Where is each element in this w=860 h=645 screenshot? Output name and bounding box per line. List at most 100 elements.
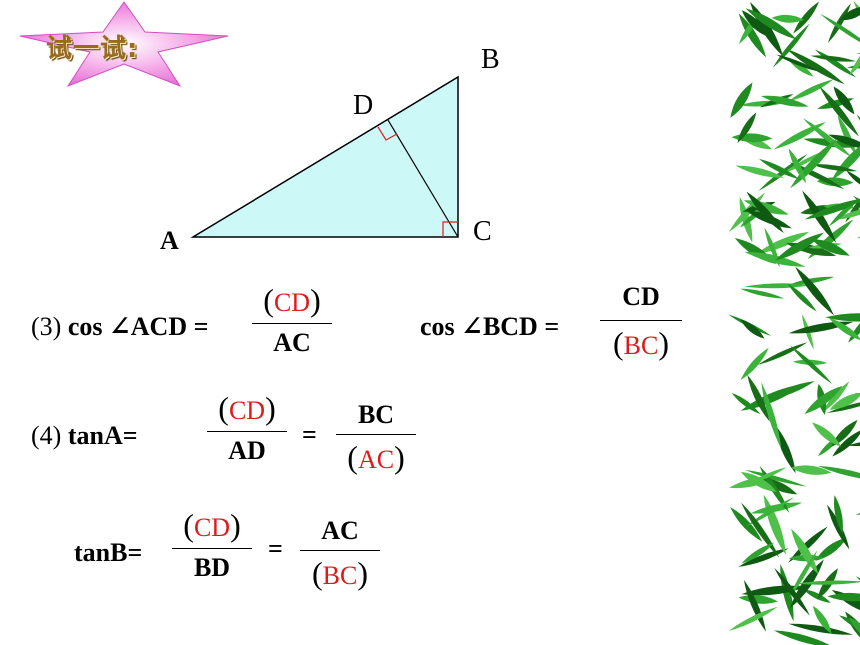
bamboo-leaf	[826, 399, 860, 413]
bamboo-leaf	[788, 623, 854, 635]
star-badge	[19, 1, 229, 88]
bamboo-leaf	[771, 14, 804, 23]
bamboo-leaf	[737, 112, 757, 144]
bamboo-leaf	[746, 467, 787, 485]
vertex-label-d: D	[353, 90, 374, 121]
row3-left-fraction: (CD) AC	[252, 282, 332, 358]
bamboo-leaf	[745, 8, 797, 40]
bamboo-leaf	[739, 196, 753, 243]
bamboo-leaf	[812, 422, 842, 447]
bamboo-leaf	[756, 231, 810, 254]
star-shape	[19, 1, 229, 88]
bamboo-leaf	[803, 138, 856, 148]
row3-left-num: (CD)	[263, 282, 321, 318]
bamboo-leaf	[810, 55, 857, 62]
bamboo-leaf	[739, 206, 766, 228]
row5-num1: (CD)	[183, 507, 241, 543]
bamboo-leaf	[795, 580, 860, 585]
row5-label: tanB=	[74, 538, 143, 567]
bamboo-leaf	[788, 148, 807, 184]
bamboo-leaf	[738, 13, 767, 58]
row4-prefix: (4) tanA=	[31, 421, 138, 451]
row3-index: (3)	[31, 312, 62, 341]
row5-num2: AC	[321, 516, 359, 545]
row5-equals: =	[268, 534, 283, 563]
bamboo-leaf	[774, 424, 796, 474]
row4-num2: BC	[357, 400, 395, 429]
row3-right-fraction: CD (BC)	[600, 282, 682, 362]
row4-equals: =	[302, 420, 317, 449]
fraction-bar	[300, 550, 380, 551]
bamboo-leaf	[745, 497, 795, 527]
bamboo-leaf	[740, 471, 777, 492]
bamboo-leaf	[811, 239, 850, 256]
bamboo-leaf	[740, 319, 765, 339]
bamboo-leaf	[825, 313, 860, 322]
row4-fraction-1: (CD) AD	[207, 390, 287, 466]
vertex-label-a: A	[160, 226, 179, 255]
row3-left-den: AC	[273, 328, 311, 357]
bamboo-leaf	[840, 6, 860, 21]
bamboo-leaf	[757, 342, 808, 365]
bamboo-leaf	[730, 82, 753, 118]
bamboo-decoration	[728, 1, 860, 645]
row4-num1: (CD)	[218, 390, 276, 426]
bamboo-leaf	[827, 592, 860, 602]
bamboo-leaf	[827, 3, 851, 44]
bamboo-leaf	[773, 630, 835, 645]
row5-den1: BD	[193, 553, 231, 582]
bamboo-leaf	[731, 392, 761, 415]
bamboo-leaf	[790, 345, 833, 385]
bamboo-leaf	[740, 288, 785, 299]
bamboo-leaf	[730, 507, 763, 542]
right-angle-mark-c	[442, 221, 458, 237]
bamboo-leaf	[764, 227, 780, 268]
bamboo-leaf	[741, 542, 775, 564]
bamboo-leaf	[834, 495, 843, 534]
bamboo-leaf	[815, 537, 847, 561]
vertex-label-c: C	[473, 216, 492, 247]
bamboo-leaf	[804, 198, 860, 220]
bamboo-leaf	[793, 1, 820, 34]
bamboo-leaf	[819, 86, 860, 137]
bamboo-leaf	[766, 381, 815, 400]
bamboo-leaf	[827, 504, 850, 550]
fraction-bar	[207, 431, 287, 432]
bamboo-leaf	[833, 207, 860, 221]
bamboo-leaf	[804, 385, 843, 414]
bamboo-leaf	[822, 381, 850, 413]
bamboo-leaf	[786, 48, 845, 85]
bamboo-leaf	[848, 29, 860, 76]
vertex-label-b: B	[481, 44, 500, 75]
bamboo-leaf	[741, 502, 780, 558]
bamboo-leaf	[810, 163, 858, 172]
bamboo-leaf	[788, 526, 828, 563]
bamboo-leaf	[802, 118, 853, 158]
bamboo-leaf	[803, 589, 831, 603]
bamboo-leaf	[776, 54, 820, 72]
bamboo-leaf	[740, 347, 769, 381]
bamboo-leaf	[833, 86, 855, 115]
bamboo-leaf	[812, 605, 832, 634]
bamboo-leaf	[817, 465, 860, 481]
bamboo-leaf	[819, 13, 860, 50]
row3-right-label: cos ∠BCD =	[420, 312, 560, 341]
bamboo-leaf	[830, 419, 858, 448]
row4-den2: (AC)	[347, 439, 405, 475]
bamboo-leaf	[787, 283, 817, 312]
bamboo-leaf	[790, 465, 832, 475]
fraction-bar	[336, 434, 416, 435]
bamboo-leaf	[728, 606, 778, 632]
altitude-cd	[387, 119, 459, 238]
row4-label: tanA=	[67, 421, 138, 450]
bamboo-leaves	[728, 1, 860, 645]
row4-den1: AD	[228, 436, 266, 465]
bamboo-leaf	[773, 121, 826, 150]
bamboo-leaf	[846, 170, 860, 191]
bamboo-leaf	[795, 266, 834, 316]
bamboo-leaf	[735, 165, 784, 178]
bamboo-leaf	[743, 283, 813, 289]
row5-den2: (BC)	[312, 555, 368, 591]
bamboo-leaf	[744, 251, 806, 267]
